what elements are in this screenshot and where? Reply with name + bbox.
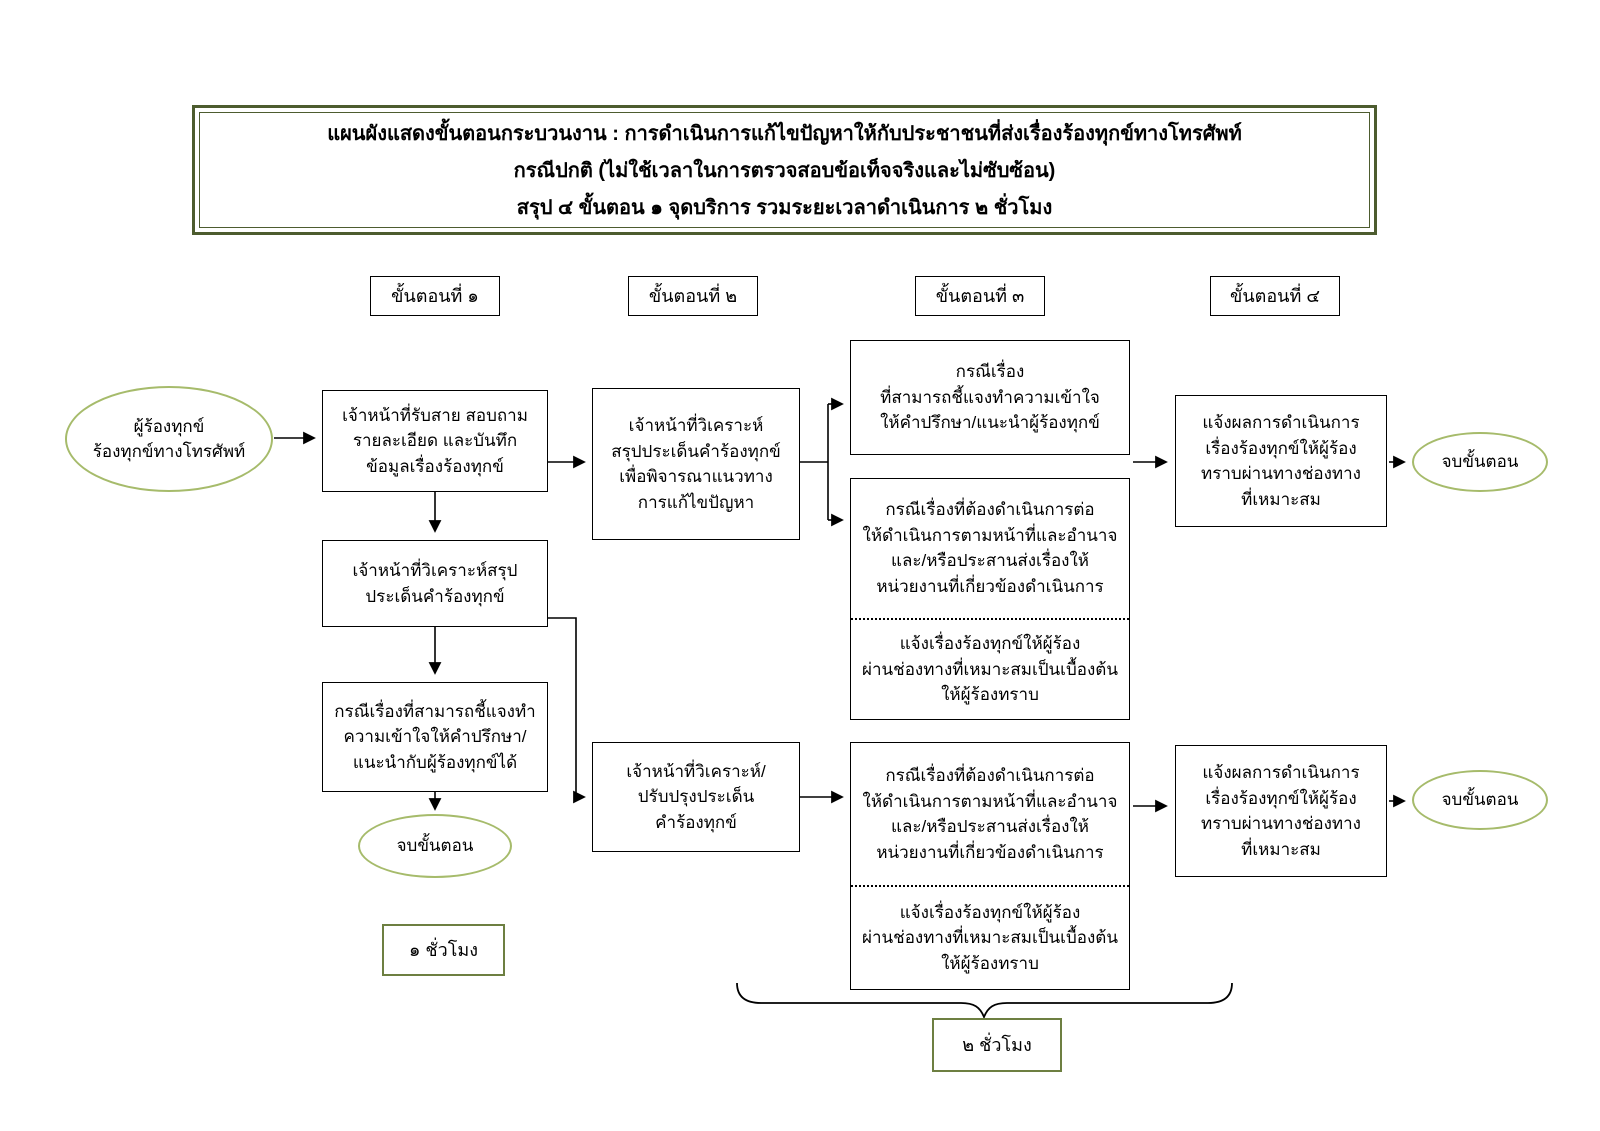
forward-case-box-lower: กรณีเรื่องที่ต้องดำเนินการต่อ ให้ดำเนินก… [850,742,1130,990]
analyze-update-box: เจ้าหน้าที่วิเคราะห์/ ปรับปรุงประเด็น คำ… [592,742,800,852]
forward-case-text-lower: กรณีเรื่องที่ต้องดำเนินการต่อ ให้ดำเนินก… [862,766,1118,862]
start-ellipse: ผู้ร้องทุกข์ ร้องทุกข์ทางโทรศัพท์ [65,386,273,492]
receive-call-box: เจ้าหน้าที่รับสาย สอบถาม รายละเอียด และบ… [322,390,548,492]
duration-1-box: ๑ ชั่วโมง [382,924,505,976]
report-result-box-upper: แจ้งผลการดำเนินการ เรื่องร้องทุกข์ให้ผู้… [1175,395,1387,527]
title-line-1: แผนผังแสดงขั้นตอนกระบวนงาน : การดำเนินกา… [327,123,1242,145]
title-line-2: กรณีปกติ (ไม่ใช้เวลาในการตรวจสอบข้อเท็จจ… [513,160,1056,182]
duration-2-box: ๒ ชั่วโมง [932,1018,1062,1072]
advice-case-box: กรณีเรื่องที่สามารถชี้แจงทำ ความเข้าใจให… [322,682,548,792]
step-header-4: ขั้นตอนที่ ๔ [1210,276,1340,316]
forward-case-text-upper: กรณีเรื่องที่ต้องดำเนินการต่อ ให้ดำเนินก… [862,500,1118,596]
step-header-2: ขั้นตอนที่ ๒ [628,276,758,316]
title-box: แผนผังแสดงขั้นตอนกระบวนงาน : การดำเนินกา… [192,105,1377,235]
title-text: แผนผังแสดงขั้นตอนกระบวนงาน : การดำเนินกา… [199,112,1370,228]
analyze-summary-box: เจ้าหน้าที่วิเคราะห์สรุป ประเด็นคำร้องทุ… [322,540,548,627]
forward-case-box-upper: กรณีเรื่องที่ต้องดำเนินการต่อ ให้ดำเนินก… [850,478,1130,720]
notify-initial-text-upper: แจ้งเรื่องร้องทุกข์ให้ผู้ร้อง ผ่านช่องทา… [851,617,1129,719]
step-header-1: ขั้นตอนที่ ๑ [370,276,500,316]
step-header-3: ขั้นตอนที่ ๓ [915,276,1045,316]
notify-initial-text-lower: แจ้งเรื่องร้องทุกข์ให้ผู้ร้อง ผ่านช่องทา… [851,885,1129,989]
explain-case-box: กรณีเรื่อง ที่สามารถชี้แจงทำความเข้าใจ ใ… [850,340,1130,455]
end-step-ellipse-2: จบขั้นตอน [1412,432,1548,492]
title-line-3: สรุป ๔ ขั้นตอน ๑ จุดบริการ รวมระยะเวลาดำ… [516,197,1053,219]
report-result-box-lower: แจ้งผลการดำเนินการ เรื่องร้องทุกข์ให้ผู้… [1175,745,1387,877]
end-step-ellipse-3: จบขั้นตอน [1412,770,1548,830]
end-step-ellipse-1: จบขั้นตอน [358,814,512,878]
analyze-consider-box: เจ้าหน้าที่วิเคราะห์ สรุปประเด็นคำร้องทุ… [592,388,800,540]
